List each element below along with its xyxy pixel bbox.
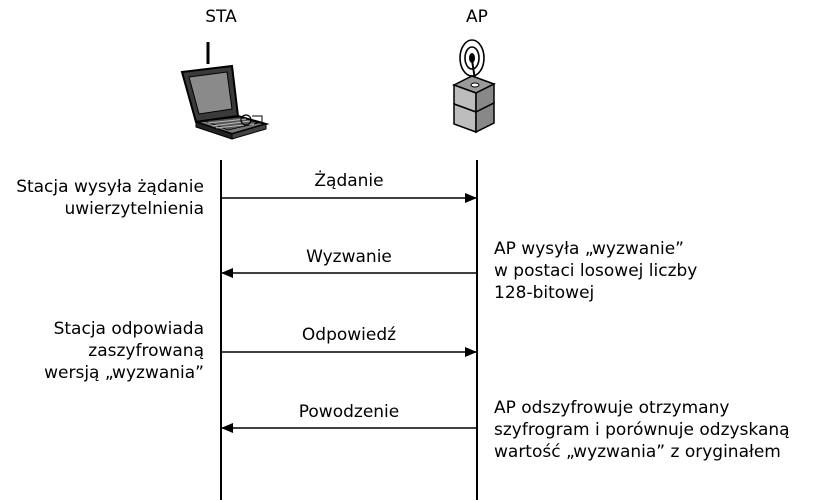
note-line: AP odszyfrowuje otrzymany: [494, 398, 730, 418]
ap-challenge-note: AP wysyła „wyzwanie” w postaci losowej l…: [494, 238, 814, 304]
request-label: Żądanie: [314, 171, 384, 191]
sta-response-note: Stacja odpowiada zaszyfrowaną wersją „wy…: [4, 318, 204, 384]
success-label: Powodzenie: [298, 402, 400, 422]
challenge-label: Wyzwanie: [306, 247, 392, 267]
laptop-icon: [180, 42, 270, 140]
sta-request-note: Stacja wysyła żądanie uwierzytelnienia: [4, 176, 204, 220]
note-line: w postaci losowej liczby: [494, 261, 698, 281]
note-line: uwierzytelnienia: [64, 199, 204, 219]
note-line: wersją „wyzwania”: [44, 363, 204, 383]
note-line: zaszyfrowaną: [88, 341, 204, 361]
note-line: AP wysyła „wyzwanie”: [494, 239, 684, 259]
note-line: Stacja odpowiada: [53, 319, 204, 339]
note-line: 128-bitowej: [494, 283, 595, 303]
note-line: wartość „wyzwania” z oryginałem: [494, 442, 781, 462]
access-point-icon: [452, 39, 496, 134]
note-line: Stacja wysyła żądanie: [16, 177, 204, 197]
ap-verify-note: AP odszyfrowuje otrzymany szyfrogram i p…: [494, 397, 816, 463]
ap-label: AP: [466, 7, 488, 27]
sta-label: STA: [205, 7, 237, 27]
note-line: szyfrogram i porównuje odzyskaną: [494, 420, 790, 440]
response-label: Odpowiedź: [301, 325, 397, 345]
